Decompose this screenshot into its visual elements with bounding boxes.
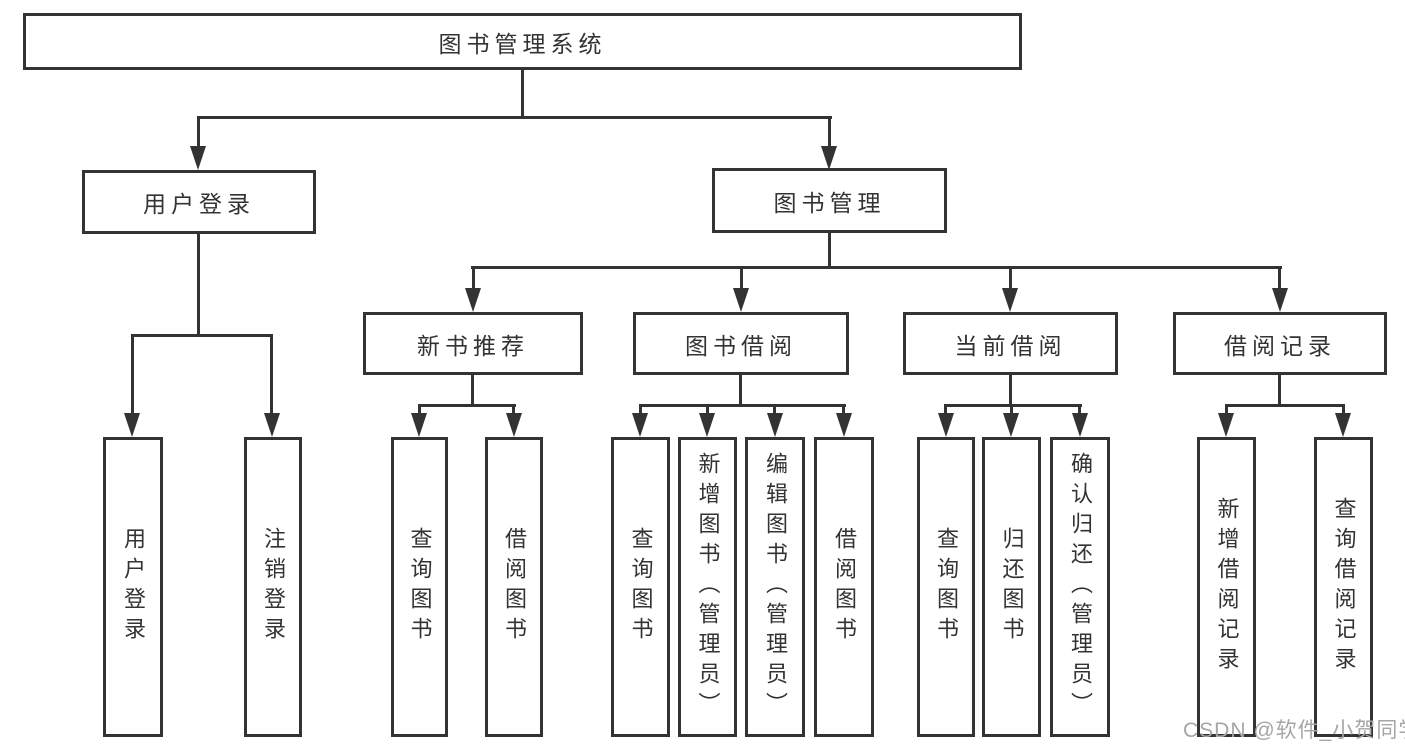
connector-line (706, 404, 709, 416)
connector-line (131, 334, 273, 337)
leaf-logout-label: 注销登录 (261, 527, 286, 647)
leaf-borrow-books-recommend-label: 借阅图书 (502, 527, 527, 647)
arrowhead-icon (411, 413, 427, 437)
leaf-return-books-label: 归还图书 (999, 527, 1025, 647)
connector-line (1278, 375, 1281, 407)
node-borrowing-records-label: 借阅记录 (1224, 332, 1336, 359)
connector-line (521, 69, 524, 118)
node-book-borrowing-label: 图书借阅 (685, 332, 797, 359)
node-user-login: 用户登录 (82, 170, 316, 234)
arrowhead-icon (506, 413, 522, 437)
leaf-logout: 注销登录 (244, 437, 302, 737)
arrowhead-icon (264, 413, 280, 437)
node-current-borrowing-label: 当前借阅 (954, 332, 1067, 359)
leaf-return-books: 归还图书 (982, 437, 1041, 737)
connector-line (197, 116, 832, 119)
connector-line (944, 404, 947, 416)
arrowhead-icon (1002, 288, 1018, 312)
leaf-add-book-admin: 新增图书（管理员） (678, 437, 737, 737)
leaf-add-book-admin-label: 新增图书（管理员） (695, 452, 721, 722)
node-current-borrowing: 当前借阅 (903, 312, 1118, 375)
connector-line (418, 404, 516, 407)
arrowhead-icon (124, 413, 140, 437)
leaf-confirm-return-admin-label: 确认归还（管理员） (1068, 452, 1093, 722)
connector-line (131, 334, 134, 415)
connector-line (1009, 266, 1012, 290)
leaf-edit-book-admin-label: 编辑图书（管理员） (763, 452, 788, 722)
node-book-management: 图书管理 (712, 168, 947, 233)
connector-line (1278, 266, 1281, 290)
leaf-user-login: 用户登录 (103, 437, 163, 737)
connector-line (828, 233, 831, 269)
arrowhead-icon (733, 288, 749, 312)
leaf-query-books-current: 查询图书 (917, 437, 975, 737)
connector-line (197, 234, 200, 336)
arrowhead-icon (1272, 288, 1288, 312)
node-root-label: 图书管理系统 (438, 30, 607, 57)
leaf-query-books-borrow-label: 查询图书 (628, 527, 654, 647)
arrowhead-icon (938, 413, 954, 437)
leaf-query-borrow-record-label: 查询借阅记录 (1331, 497, 1357, 677)
leaf-user-login-label: 用户登录 (121, 527, 146, 647)
connector-line (197, 116, 200, 148)
leaf-query-books-borrow: 查询图书 (611, 437, 670, 737)
leaf-query-books-recommend-label: 查询图书 (407, 527, 433, 647)
connector-line (842, 404, 845, 416)
connector-line (773, 404, 776, 416)
connector-line (418, 404, 421, 416)
node-borrowing-records: 借阅记录 (1173, 312, 1387, 375)
connector-line (1225, 404, 1345, 407)
node-book-borrowing: 图书借阅 (633, 312, 849, 375)
leaf-borrow-books-label: 借阅图书 (832, 527, 857, 647)
watermark: CSDN @软件_小贺同学 (1183, 719, 1405, 742)
leaf-add-borrow-record: 新增借阅记录 (1197, 437, 1256, 737)
connector-line (1078, 404, 1081, 416)
arrowhead-icon (821, 146, 837, 170)
arrowhead-icon (1072, 413, 1088, 437)
connector-line (945, 404, 1082, 407)
node-book-management-label: 图书管理 (773, 189, 886, 216)
connector-line (1010, 404, 1013, 416)
leaf-query-books-current-label: 查询图书 (934, 527, 959, 647)
arrowhead-icon (767, 413, 783, 437)
connector-line (739, 375, 742, 407)
node-user-login-label: 用户登录 (143, 191, 255, 217)
leaf-confirm-return-admin: 确认归还（管理员） (1050, 437, 1110, 737)
connector-line (1009, 375, 1012, 407)
leaf-edit-book-admin: 编辑图书（管理员） (745, 437, 805, 737)
arrowhead-icon (1003, 413, 1019, 437)
leaf-borrow-books-recommend: 借阅图书 (485, 437, 543, 737)
leaf-query-books-recommend: 查询图书 (391, 437, 448, 737)
arrowhead-icon (632, 413, 648, 437)
connector-line (472, 266, 475, 290)
connector-line (828, 116, 831, 148)
node-new-book-recommendation: 新书推荐 (363, 312, 583, 375)
node-root: 图书管理系统 (23, 13, 1022, 70)
arrowhead-icon (465, 288, 481, 312)
leaf-query-borrow-record: 查询借阅记录 (1314, 437, 1373, 737)
arrowhead-icon (699, 413, 715, 437)
connector-line (1225, 404, 1228, 416)
node-new-book-recommendation-label: 新书推荐 (417, 332, 529, 359)
connector-line (1342, 404, 1345, 416)
leaf-borrow-books: 借阅图书 (814, 437, 874, 737)
connector-line (639, 404, 642, 416)
connector-line (639, 404, 846, 407)
connector-line (471, 375, 474, 407)
connector-line (471, 266, 1282, 269)
leaf-add-borrow-record-label: 新增借阅记录 (1214, 497, 1240, 677)
arrowhead-icon (190, 146, 206, 170)
connector-line (740, 266, 743, 290)
arrowhead-icon (1218, 413, 1234, 437)
arrowhead-icon (1335, 413, 1351, 437)
connector-line (270, 334, 273, 415)
arrowhead-icon (836, 413, 852, 437)
connector-line (512, 404, 515, 416)
